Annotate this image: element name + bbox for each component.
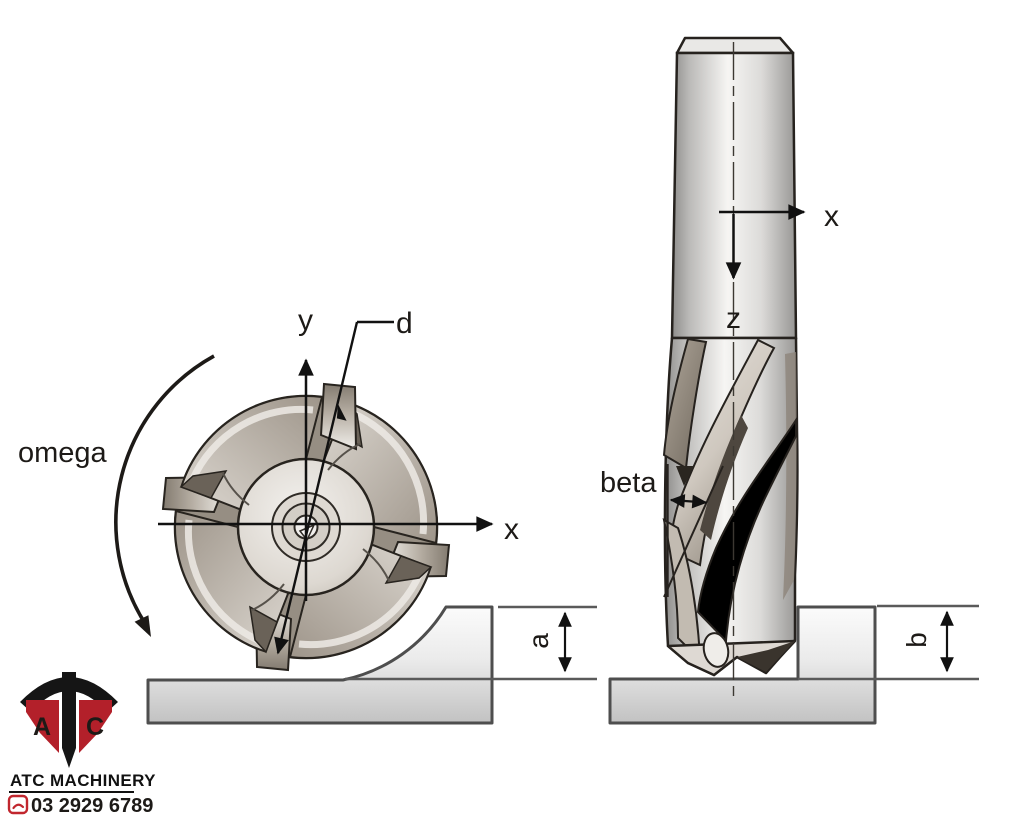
cutter-end-face	[161, 382, 451, 672]
helix-angle-annotation	[663, 464, 724, 598]
right-view: b x z	[600, 36, 979, 725]
beta-angle-arrow	[669, 494, 708, 509]
company-name: ATC MACHINERY	[10, 771, 156, 790]
atc-logo: A C ATC MACHINERY 03 2929 6789	[7, 672, 156, 816]
logo-shield-icon: A C	[20, 672, 118, 768]
diameter-label: d	[396, 307, 413, 340]
beta-label: beta	[600, 467, 657, 499]
left-view: a omega	[18, 304, 597, 725]
x-axis-label-left: x	[504, 513, 519, 546]
phone-icon	[7, 794, 29, 815]
depth-a-label: a	[523, 633, 554, 649]
helix-edge-line	[663, 465, 724, 598]
workpiece-left	[146, 605, 494, 725]
monogram-a: A	[33, 713, 51, 741]
diameter-dimension	[274, 320, 394, 655]
phone-number: 03 2929 6789	[31, 795, 153, 816]
tool-flutes	[662, 336, 799, 677]
omega-label: omega	[18, 437, 108, 469]
rotation-arrow	[114, 354, 215, 637]
z-axis-label: z	[726, 302, 741, 335]
depth-b-label: b	[901, 632, 932, 648]
y-axis-label: y	[298, 304, 313, 337]
depth-a-dimension: a	[523, 611, 572, 673]
monogram-c: C	[86, 713, 104, 741]
x-axis-label-right: x	[824, 200, 839, 233]
depth-b-dimension: b	[901, 610, 954, 673]
